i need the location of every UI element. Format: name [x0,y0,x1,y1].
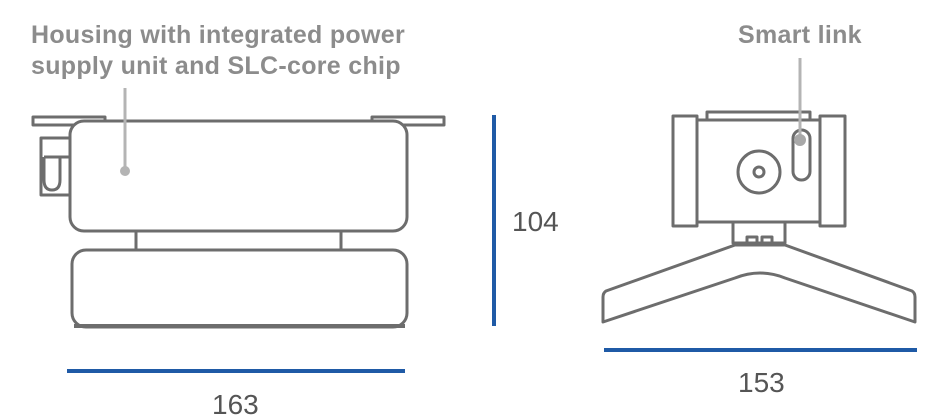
dial-center [752,165,766,179]
left-rail [671,114,699,228]
housing [68,119,409,233]
side-width-value: 153 [738,367,785,398]
neck [731,220,787,245]
smart-link-label: Smart link [738,21,862,49]
front-width-value: 163 [212,389,259,420]
tab-right [760,235,774,245]
base-unit [70,248,409,329]
tab-left [745,235,759,245]
housing-label-line2: supply unit and SLC-core chip [31,52,401,80]
housing-label-line1: Housing with integrated power [31,21,405,49]
height-value: 104 [512,206,559,237]
right-rail [818,114,847,228]
housing-leader-dot [120,166,130,176]
smart-link-leader-dot [794,134,806,146]
housing-label: Housing with integrated power supply uni… [31,20,405,82]
stand-base [601,243,917,324]
dial [736,149,782,195]
side-view [601,58,917,324]
bracket-hook [42,155,70,192]
front-view [31,88,446,329]
